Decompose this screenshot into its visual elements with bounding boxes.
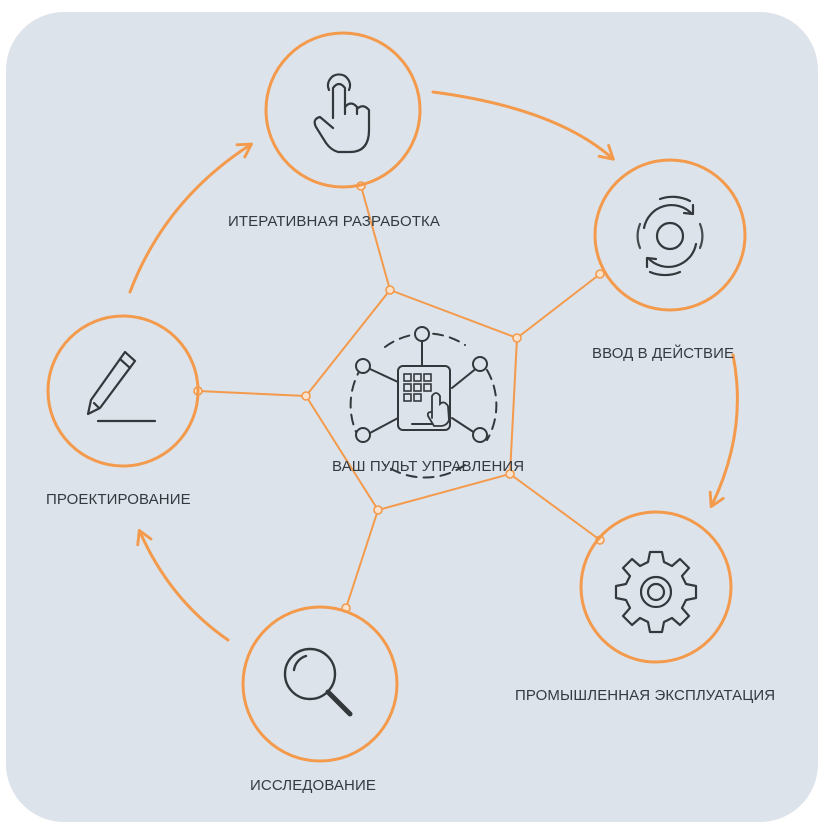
hand-pointer-icon	[313, 73, 371, 154]
gear-icon	[614, 550, 698, 634]
stage-label-operation: ПРОМЫШЛЕННАЯ ЭКСПЛУАТАЦИЯ	[515, 687, 776, 704]
refresh-cycle-icon	[636, 195, 704, 277]
tablet-network-icon	[349, 326, 498, 479]
stage-label-design: ПРОЕКТИРОВАНИЕ	[46, 491, 191, 508]
stage-circle-operation	[579, 510, 733, 664]
magnifier-icon	[283, 647, 353, 717]
center-label: ВАШ ПУЛЬТ УПРАВЛЕНИЯ	[332, 458, 525, 475]
connection-dots	[193, 181, 605, 613]
cycle-diagram	[46, 31, 747, 763]
stage-label-iterative: ИТЕРАТИВНАЯ РАЗРАБОТКА	[228, 213, 440, 230]
stage-circle-iterative	[264, 31, 422, 189]
arrow-iterative-to-deploy	[431, 90, 615, 161]
spoke-lines	[197, 185, 601, 609]
pencil-icon	[86, 350, 157, 423]
arrow-deploy-to-operation	[708, 353, 739, 509]
arrow-design-to-iterative	[128, 142, 253, 294]
cycle-arrows	[128, 90, 739, 642]
stage-circle-research	[241, 605, 399, 763]
stage-label-research: ИССЛЕДОВАНИЕ	[250, 777, 376, 794]
stage-circle-design	[46, 314, 200, 468]
arrow-research-to-design	[136, 528, 230, 642]
stage-circle-deploy	[593, 158, 747, 312]
stage-label-deploy: ВВОД В ДЕЙСТВИЕ	[592, 345, 735, 362]
diagram-card: ВАШ ПУЛЬТ УПРАВЛЕНИЯ ИТЕРАТИВНАЯ РАЗРАБО…	[6, 12, 818, 822]
center-pentagon	[304, 288, 519, 512]
